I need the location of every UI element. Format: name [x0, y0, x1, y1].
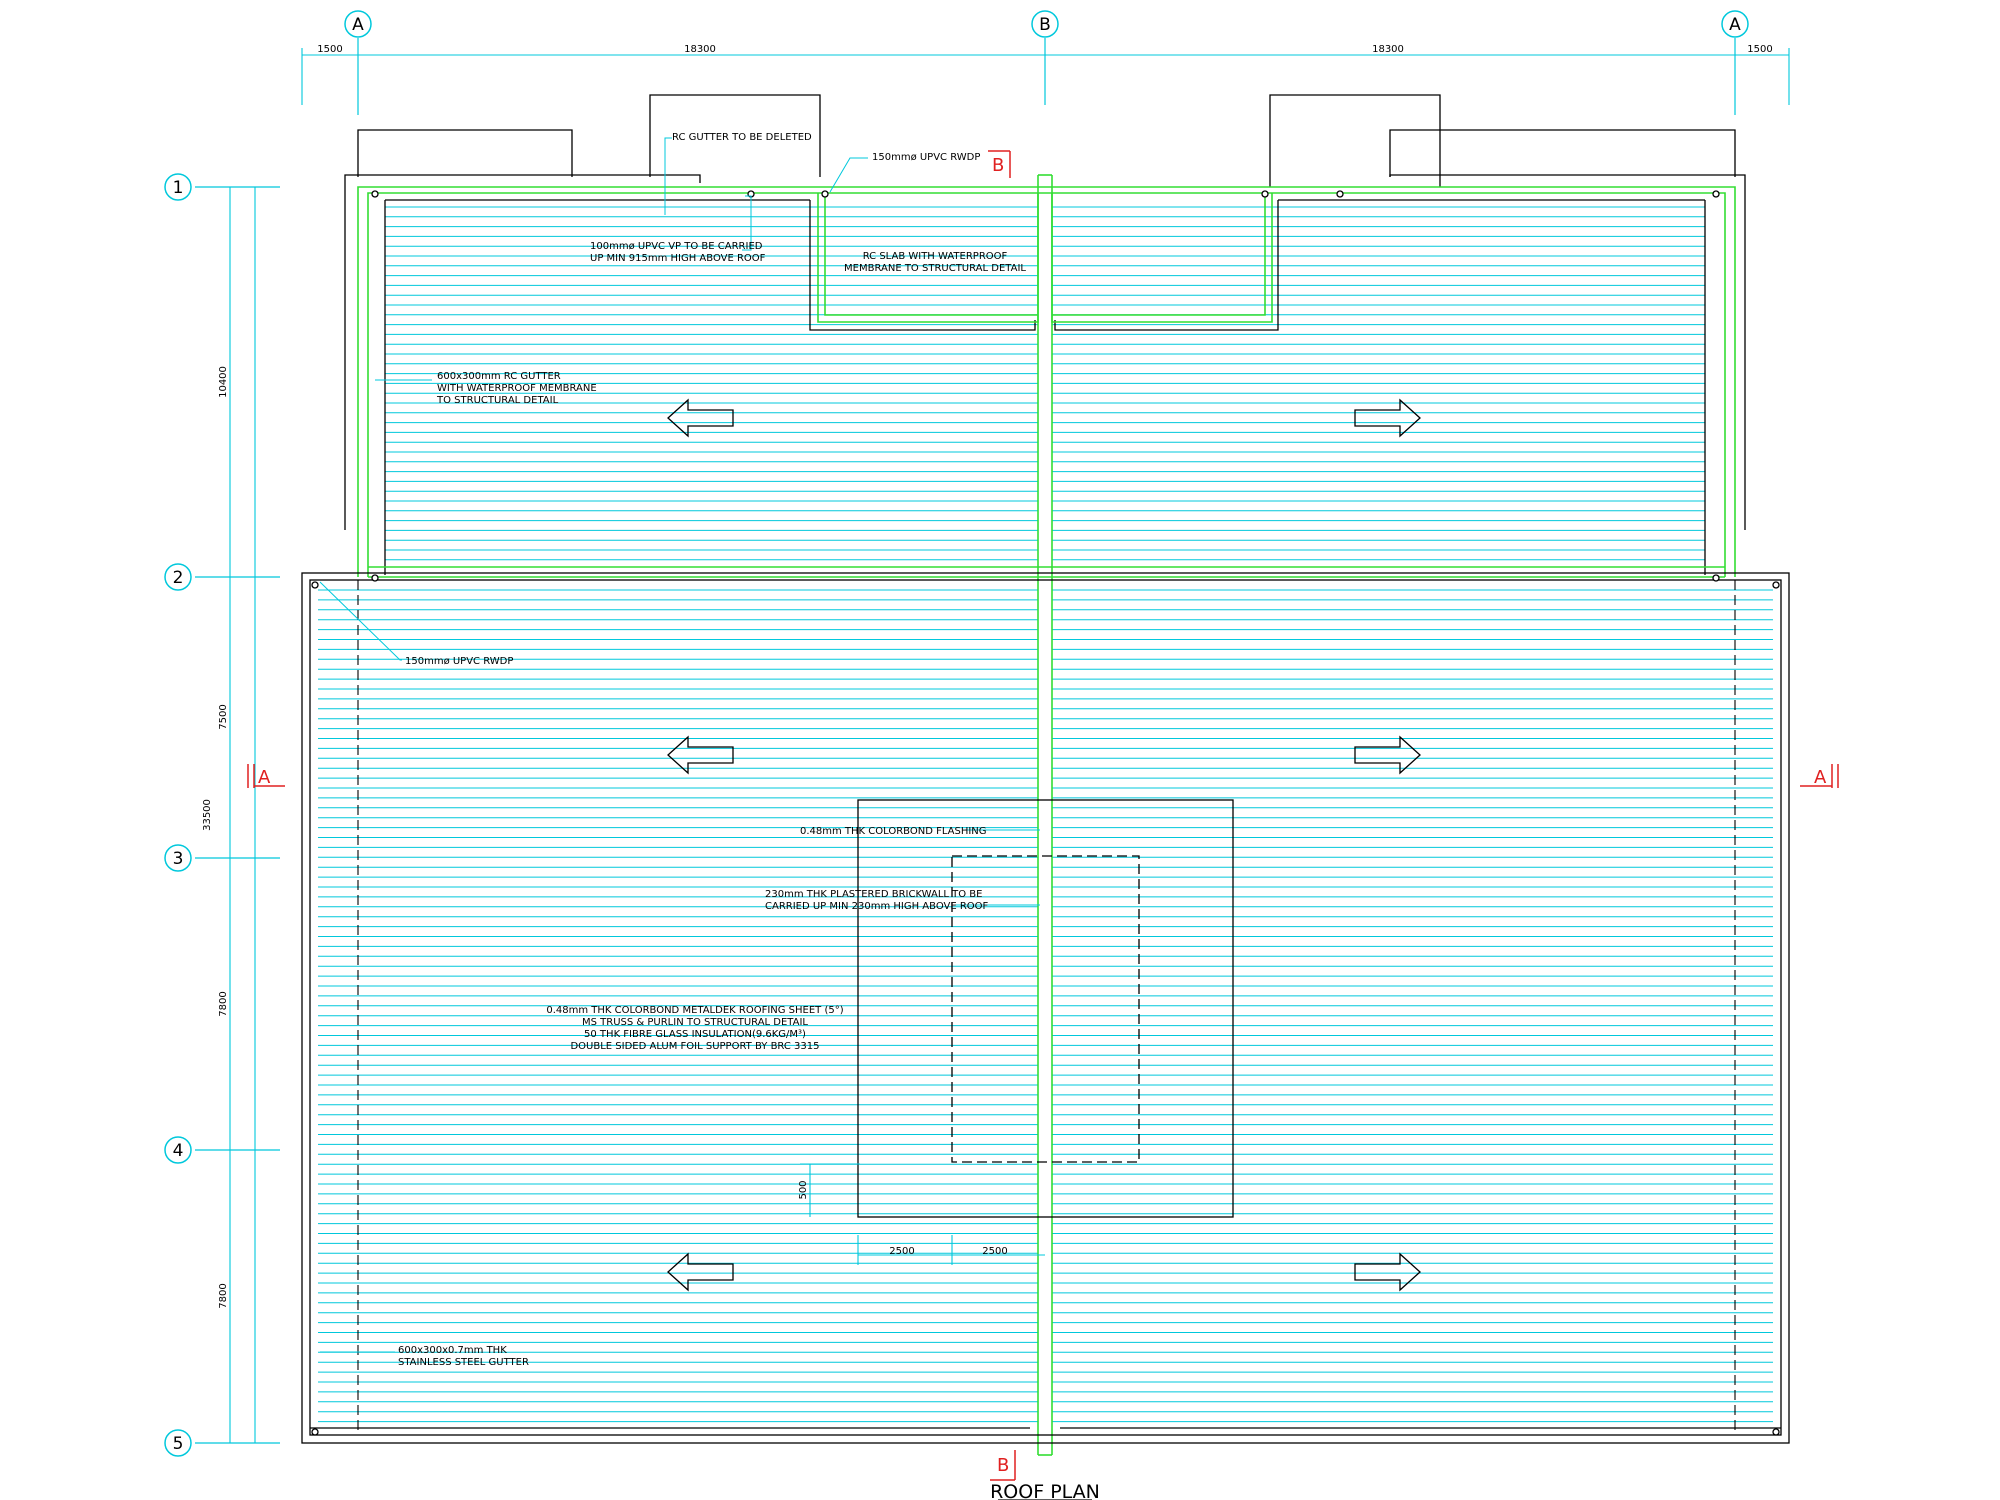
- upper-roof-outline: [344, 94, 1746, 575]
- note-rc-gutter-3: TO STRUCTURAL DETAIL: [436, 395, 559, 406]
- grid-label-5: 5: [173, 1434, 184, 1454]
- grid-label-a-right: A: [1729, 15, 1741, 35]
- dimension-lines: [229, 48, 1790, 1443]
- note-roofing-3: 50 THK FIBRE GLASS INSULATION(9.6KG/M³): [584, 1029, 806, 1040]
- section-mark-left: A: [258, 767, 271, 788]
- gutter-outline: [357, 174, 1736, 1456]
- dim-left-overall: 33500: [202, 799, 213, 831]
- note-brickwall-2: CARRIED UP MIN 230mm HIGH ABOVE ROOF: [765, 901, 989, 912]
- dim-skylight-width-left: 2500: [889, 1246, 914, 1257]
- drawing-title: ROOF PLAN: [990, 1481, 1100, 1500]
- note-roofing-4: DOUBLE SIDED ALUM FOIL SUPPORT BY BRC 33…: [570, 1041, 819, 1052]
- grid-lines: [195, 38, 1736, 1444]
- note-roofing-2: MS TRUSS & PURLIN TO STRUCTURAL DETAIL: [582, 1017, 808, 1028]
- dim-left-2: 7500: [218, 704, 229, 729]
- roofing-sheet-lines: [318, 206, 1773, 1423]
- grid-label-1: 1: [173, 178, 184, 198]
- note-rc-gutter-1: 600x300mm RC GUTTER: [437, 371, 561, 382]
- dim-left-1: 10400: [218, 366, 229, 398]
- section-mark-right: A: [1814, 767, 1827, 788]
- eaves-dashed-lines: [357, 580, 1736, 1435]
- dim-top-3: 18300: [1372, 44, 1404, 55]
- dim-top-1: 1500: [317, 44, 342, 55]
- grid-label-3: 3: [173, 849, 184, 869]
- rwdp-points: [311, 190, 1780, 1436]
- section-marks: [247, 150, 1839, 1481]
- section-mark-top: B: [992, 155, 1004, 176]
- grid-label-2: 2: [173, 568, 184, 588]
- main-roof-outline: [301, 572, 1790, 1444]
- section-mark-bottom: B: [997, 1455, 1009, 1476]
- arrow-right-icon: [1354, 1252, 1421, 1292]
- dim-left-4: 7800: [218, 1283, 229, 1308]
- grid-label-4: 4: [173, 1141, 184, 1161]
- dim-top-4: 1500: [1747, 44, 1772, 55]
- brickwall-dashed-box: [951, 855, 1140, 1163]
- note-flashing: 0.48mm THK COLORBOND FLASHING: [800, 826, 987, 837]
- note-rwdp-top: 150mmø UPVC RWDP: [872, 152, 980, 163]
- grid-label-a-left: A: [352, 15, 364, 35]
- note-ss-gutter-2: STAINLESS STEEL GUTTER: [398, 1357, 529, 1368]
- note-brickwall-1: 230mm THK PLASTERED BRICKWALL TO BE: [765, 889, 983, 900]
- note-rc-slab-2: MEMBRANE TO STRUCTURAL DETAIL: [844, 263, 1026, 274]
- note-rc-slab-1: RC SLAB WITH WATERPROOF: [863, 251, 1008, 262]
- arrow-right-icon: [1354, 398, 1421, 438]
- arrow-right-icon: [1354, 735, 1421, 775]
- note-roofing-1: 0.48mm THK COLORBOND METALDEK ROOFING SH…: [546, 1005, 843, 1016]
- note-ss-gutter-1: 600x300x0.7mm THK: [398, 1345, 507, 1356]
- dim-left-3: 7800: [218, 991, 229, 1016]
- grid-bubbles: [164, 10, 1749, 1457]
- arrow-left-icon: [667, 1252, 734, 1292]
- grid-label-b: B: [1039, 15, 1051, 35]
- slope-arrows: [667, 398, 1421, 1292]
- note-rc-gutter-deleted: RC GUTTER TO BE DELETED: [672, 132, 812, 143]
- note-rwdp-left: 150mmø UPVC RWDP: [405, 656, 513, 667]
- leader-lines: [319, 137, 1040, 1353]
- note-vp-1: 100mmø UPVC VP TO BE CARRIED: [590, 241, 763, 252]
- note-rc-gutter-2: WITH WATERPROOF MEMBRANE: [437, 383, 597, 394]
- dim-skylight-width-right: 2500: [982, 1246, 1007, 1257]
- note-vp-2: UP MIN 915mm HIGH ABOVE ROOF: [590, 253, 766, 264]
- flashing-box: [857, 799, 1234, 1218]
- arrow-left-icon: [667, 398, 734, 438]
- arrow-left-icon: [667, 735, 734, 775]
- dim-skylight-height: 500: [798, 1180, 809, 1199]
- dim-top-2: 18300: [684, 44, 716, 55]
